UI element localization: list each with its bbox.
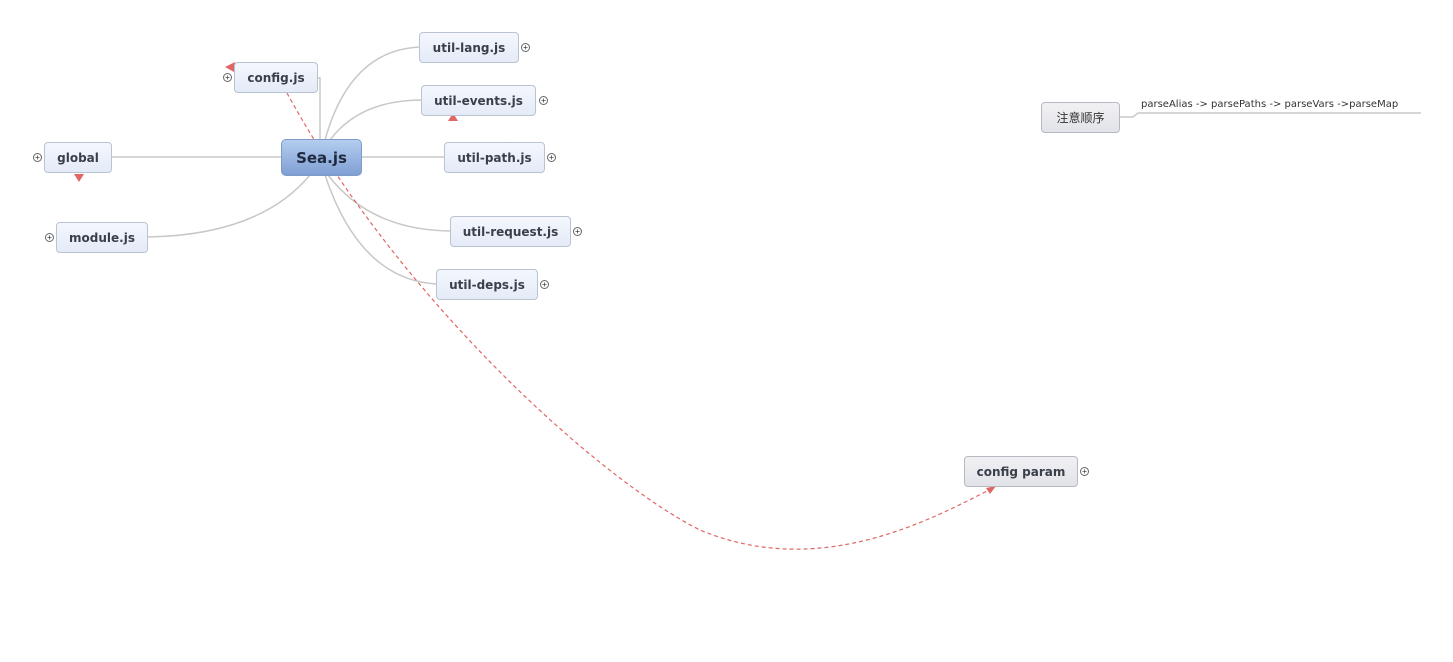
floating-topic-note-order[interactable]: 注意顺序 bbox=[1041, 102, 1120, 133]
connector-util-lang bbox=[324, 46, 421, 141]
expand-util-request-js-icon[interactable]: + bbox=[573, 227, 582, 236]
topic-label: config param bbox=[976, 464, 1066, 479]
expand-module-js-icon[interactable]: + bbox=[45, 233, 54, 242]
relationship-arrowheads bbox=[74, 62, 996, 494]
floating-topic-config-param[interactable]: config param bbox=[964, 456, 1078, 487]
arrowhead-util-events bbox=[448, 113, 458, 121]
central-topic-seajs[interactable]: Sea.js bbox=[281, 139, 362, 176]
expand-util-path-js-icon[interactable]: + bbox=[547, 153, 556, 162]
subtopic-parse-order[interactable]: parseAlias -> parsePaths -> parseVars ->… bbox=[1141, 99, 1399, 110]
topic-global[interactable]: global bbox=[44, 142, 112, 173]
topic-label: module.js bbox=[69, 230, 135, 245]
topic-util-path-js[interactable]: util-path.js bbox=[444, 142, 545, 173]
topic-label: config.js bbox=[247, 70, 305, 85]
connector-util-events bbox=[329, 99, 423, 141]
topic-module-js[interactable]: module.js bbox=[56, 222, 148, 253]
relationship-lines bbox=[286, 92, 994, 550]
arrowhead-global bbox=[74, 174, 84, 182]
connector-util-deps bbox=[324, 174, 438, 285]
topic-label: util-deps.js bbox=[449, 277, 525, 292]
topic-util-lang-js[interactable]: util-lang.js bbox=[419, 32, 519, 63]
expand-util-events-js-icon[interactable]: + bbox=[539, 96, 548, 105]
expand-global-icon[interactable]: + bbox=[33, 153, 42, 162]
branch-connectors bbox=[112, 46, 1421, 285]
arrowhead-config bbox=[225, 62, 235, 72]
topic-label: 注意顺序 bbox=[1056, 111, 1105, 125]
connector-note bbox=[1120, 112, 1421, 118]
topic-label: util-lang.js bbox=[432, 40, 506, 55]
topic-util-deps-js[interactable]: util-deps.js bbox=[436, 269, 538, 300]
topic-config-js[interactable]: config.js bbox=[234, 62, 318, 93]
topic-label: util-path.js bbox=[457, 150, 532, 165]
expand-util-lang-js-icon[interactable]: + bbox=[521, 43, 530, 52]
connector-config bbox=[318, 77, 321, 140]
relationship-config-to-configparam bbox=[286, 92, 994, 550]
expand-util-deps-js-icon[interactable]: + bbox=[540, 280, 549, 289]
topic-label: global bbox=[57, 150, 99, 165]
connector-util-request bbox=[327, 174, 451, 232]
connector-module bbox=[147, 174, 311, 238]
topic-util-request-js[interactable]: util-request.js bbox=[450, 216, 571, 247]
expand-config-param-icon[interactable]: + bbox=[1080, 467, 1089, 476]
topic-util-events-js[interactable]: util-events.js bbox=[421, 85, 536, 116]
expand-config-js-icon[interactable]: + bbox=[223, 73, 232, 82]
central-topic-label: Sea.js bbox=[296, 148, 347, 167]
topic-label: util-request.js bbox=[462, 224, 559, 239]
topic-label: util-events.js bbox=[434, 93, 523, 108]
arrowhead-config-param bbox=[986, 486, 996, 494]
